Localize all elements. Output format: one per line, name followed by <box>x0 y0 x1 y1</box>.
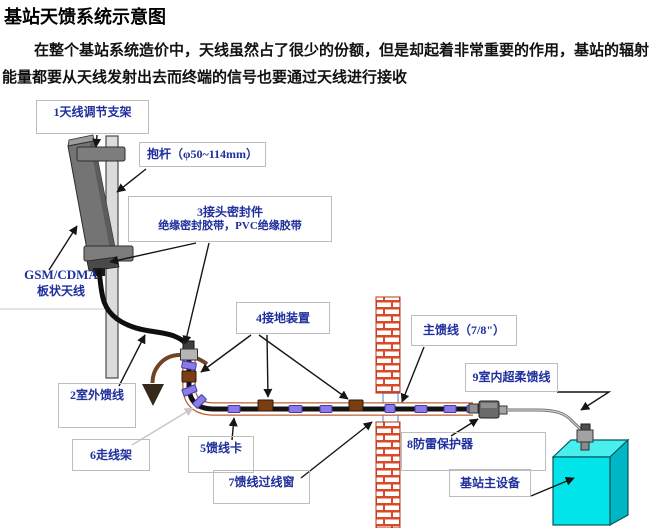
label-gsm-line2: 板状天线 <box>36 283 85 298</box>
leader-arrows <box>48 134 612 497</box>
main-feeder-run <box>182 357 473 416</box>
cable-tray-leader <box>131 407 194 446</box>
feeder-connector <box>180 340 198 361</box>
label-sealing-kit-title: 3接头密封件 <box>196 204 263 219</box>
label-bts: 基站主设备 <box>449 469 531 497</box>
grounding-kits <box>181 370 364 412</box>
page-title: 基站天馈系统示意图 <box>4 7 166 27</box>
label-antenna-bracket: 1天线调节支架 <box>36 100 149 134</box>
label-cable-tray: 6走线架 <box>72 439 150 471</box>
label-indoor-feeder: 9室内超柔馈线 <box>465 363 558 392</box>
wall-upper <box>375 296 401 394</box>
panel-antenna <box>67 134 134 276</box>
indoor-feeder-cable <box>507 408 585 433</box>
bts-equipment-box <box>551 438 630 527</box>
outdoor-jumper-cable <box>96 268 190 350</box>
label-sealing-kit: 3接头密封件 绝缘密封胶带，PVC绝缘胶带 <box>128 196 332 242</box>
intro-line-2: 能量都要从天线发射出去而终端的信号也要通过天线进行接收 <box>2 70 408 86</box>
label-pole: 抱杆（φ50~114mm） <box>139 142 266 167</box>
label-gsm-antenna: GSM/CDMA 板状天线 <box>15 266 107 300</box>
intro-line-1: 在整个基站系统造价中，天线虽然占了很少的份额，但是却起着非常重要的作用，基站的辐… <box>34 43 650 59</box>
label-feeder-window: 7馈线过线窗 <box>213 470 310 504</box>
label-arrester: 8防雷保护器 <box>401 432 546 471</box>
bts-top-connector <box>576 423 594 451</box>
lightning-arrester <box>468 400 508 419</box>
wall-lower <box>375 421 401 528</box>
label-outdoor-feeder: 2室外馈线 <box>58 383 136 428</box>
label-main-feeder: 主馈线（7/8"） <box>411 315 517 346</box>
feeder-clamps <box>181 360 478 413</box>
label-sealing-kit-sub: 绝缘密封胶带，PVC绝缘胶带 <box>158 219 302 232</box>
label-gsm-line1: GSM/CDMA <box>24 267 98 283</box>
label-grounding: 4接地装置 <box>236 302 330 334</box>
label-feeder-clamp: 5馈线卡 <box>188 436 254 473</box>
